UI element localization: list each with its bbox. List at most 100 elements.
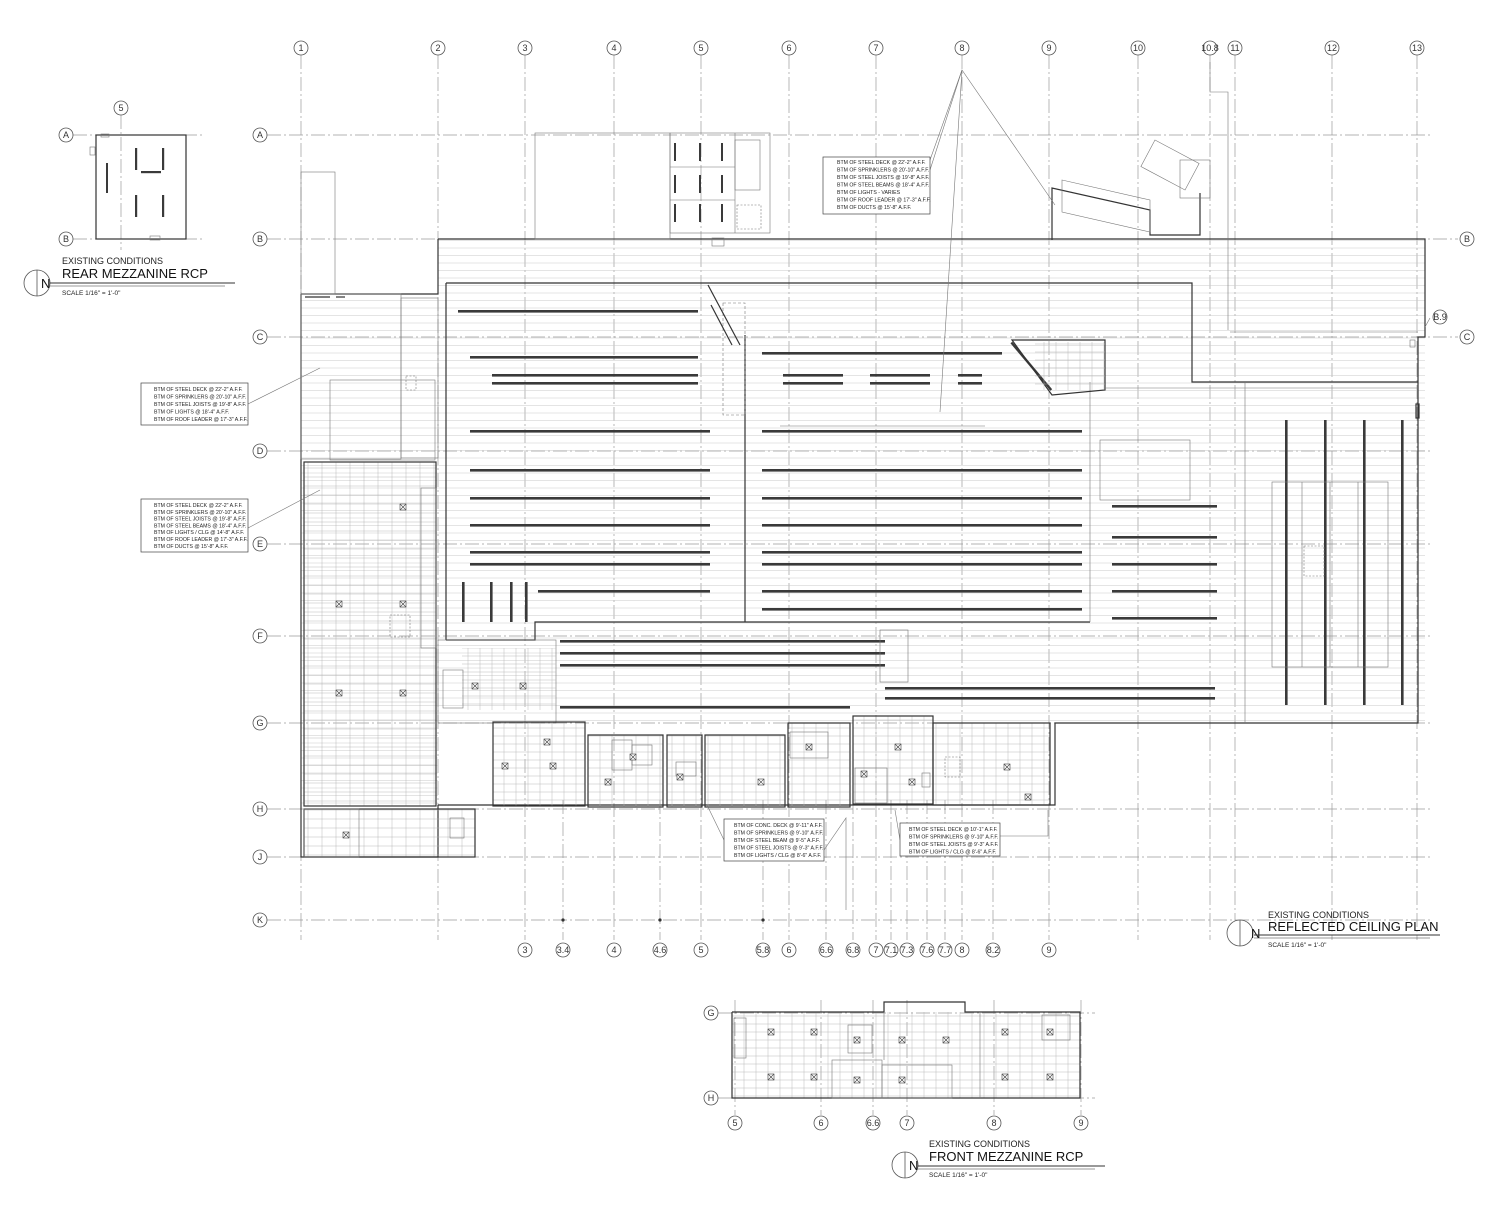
note-top: BTM OF STEEL DECK @ 22'-2" A.F.F. BTM OF… [822,156,931,215]
grid-bubble-top-1-circle [293,40,309,56]
grid-bubble-top-9-circle [1041,40,1057,56]
front-ceiling-diffusers [767,1028,1054,1084]
front-grid-bubble-H: H [703,1090,719,1106]
diffuser-x-mark [501,762,509,770]
diffuser-x-mark [767,1073,775,1081]
grid-bubble-bottom-6.8-circle [845,942,861,958]
rear-title-subtitle: EXISTING CONDITIONS [62,256,163,266]
note-right-line-3: BTM OF LIGHTS / CLG @ 8'-6" A.F.F. [909,850,996,856]
note-top-line-6: BTM OF DUCTS @ 15'-8" A.F.F. [837,205,911,211]
grid-bubble-left-H-label: H [257,804,264,814]
grid-bubble-top-2-label: 2 [435,43,440,53]
grid-bubble-bottom-5-label: 5 [698,945,703,955]
grid-bubble-left-K: K [252,912,268,928]
grid-bubble-top-5-circle [693,40,709,56]
grid-bubble-left-E-label: E [257,539,263,549]
note-left1-line-2: BTM OF STEEL JOISTS @ 19'-8" A.F.F. [154,402,246,408]
grid-bubble-right-B-label: B [1464,234,1470,244]
grid-bubble-bottom-7.3-circle [899,942,915,958]
grid-bubble-bottom-7-circle [868,942,884,958]
grid-bubble-top-5: 5 [693,40,709,56]
diffuser-x-mark [805,743,813,751]
front-grid-bubble-7-circle [899,1115,915,1131]
grid-bubble-top-10.8-circle [1202,40,1218,56]
grid-bubble-bottom-4.6-circle [652,942,668,958]
note-right-line-0: BTM OF STEEL DECK @ 10'-1" A.F.F. [909,827,998,833]
grid-bubble-bottom-6-label: 6 [786,945,791,955]
grid-bubble-bottom-7.7-circle [937,942,953,958]
grid-bubble-top-3: 3 [517,40,533,56]
diffuser-x-mark [519,682,527,690]
grid-bubble-top-13: 13 [1409,40,1425,56]
grid-dot [761,918,765,922]
grid-bubble-bottom-5.8: 5.8 [755,942,771,958]
front-grid-bubble-6-circle [813,1115,829,1131]
grid-bubble-bottom-7.3-label: 7.3 [901,945,914,955]
grid-dot [561,918,565,922]
grid-bubble-bottom-8-circle [954,942,970,958]
grid-bubble-left-J-circle [252,849,268,865]
grid-bubble-left-G-label: G [256,718,263,728]
grid-bubble-bottom-7.7: 7.7 [937,942,953,958]
grid-bubble-bottom-4-circle [606,942,622,958]
front-grid-bubble-5-circle [727,1115,743,1131]
grid-bubble-left-B-label: B [257,234,263,244]
front-grid-bubble-H-circle [703,1090,719,1106]
grid-bubble-top-3-label: 3 [522,43,527,53]
grid-bubble-top-12: 12 [1324,40,1340,56]
grid-bubble-left-D-circle [252,443,268,459]
grid-bubble-bottom-7-label: 7 [873,945,878,955]
diffuser-x-mark [898,1076,906,1084]
grid-bubble-top-9: 9 [1041,40,1057,56]
grid-bubble-top-7: 7 [868,40,884,56]
grid-bubble-bottom-9: 9 [1041,942,1057,958]
grid-bubble-top-9-label: 9 [1046,43,1051,53]
note-left2-line-2: BTM OF STEEL JOISTS @ 19'-8" A.F.F. [154,517,246,523]
front-grid-bubble-9-circle [1073,1115,1089,1131]
diffuser-x-mark [1003,763,1011,771]
front-grid-bubble-7: 7 [899,1115,915,1131]
grid-bubble-bottom-4: 4 [606,942,622,958]
diffuser-x-mark [853,1036,861,1044]
main-title-scale: SCALE 1/16" = 1'-0" [1268,942,1327,949]
front-grid-bubble-6.6: 6.6 [865,1115,881,1131]
front-grid-bubble-6.6-circle [865,1115,881,1131]
grid-bubble-left-K-circle [252,912,268,928]
grid-bubble-bottom-5-circle [693,942,709,958]
grid-bubble-right-C-circle [1459,329,1475,345]
grid-bubble-top-4-label: 4 [611,43,616,53]
front-grid-bubble-H-label: H [708,1093,715,1103]
note-mid-line-3: BTM OF STEEL JOISTS @ 9'-3" A.F.F. [734,846,823,852]
grid-bubble-bottom-3.4-label: 3.4 [557,945,570,955]
diffuser-x-mark [1001,1028,1009,1036]
front-title: FRONT MEZZANINE RCP [929,1149,1083,1164]
rear-grid-bubble-A: A [58,127,74,143]
rear-title-scale: SCALE 1/16" = 1'-0" [62,290,121,297]
diffuser-x-mark [335,689,343,697]
grid-bubble-top-6-circle [781,40,797,56]
grid-bubble-left-C-circle [252,329,268,345]
grid-bubble-left-D-label: D [257,446,264,456]
grid-bubble-left-C: C [252,329,268,345]
grid-bubble-bottom-7: 7 [868,942,884,958]
grid-bubble-left-F-circle [252,628,268,644]
grid-bubble-top-7-circle [868,40,884,56]
diffuser-x-mark [853,1076,861,1084]
grid-bubble-top-12-circle [1324,40,1340,56]
grid-bubble-left-A-label: A [257,130,263,140]
note-top-line-4: BTM OF LIGHTS - VARIES [837,190,901,196]
grid-bubble-top-8: 8 [954,40,970,56]
diffuser-x-mark [399,503,407,511]
diffuser-x-mark [1024,793,1032,801]
front-grid-bubble-7-label: 7 [904,1118,909,1128]
rear-grid-bubble-5: 5 [113,100,129,116]
grid-bubble-bottom-4.6: 4.6 [652,942,668,958]
north-symbol-front: N [909,1158,918,1173]
grid-bubble-top-10: 10 [1130,40,1146,56]
grid-bubble-bottom-5.8-circle [755,942,771,958]
front-title-scale: SCALE 1/16" = 1'-0" [929,1172,988,1179]
diffuser-x-mark [1001,1073,1009,1081]
grid-bubble-bottom-7.6-circle [919,942,935,958]
grid-bubble-top-6: 6 [781,40,797,56]
